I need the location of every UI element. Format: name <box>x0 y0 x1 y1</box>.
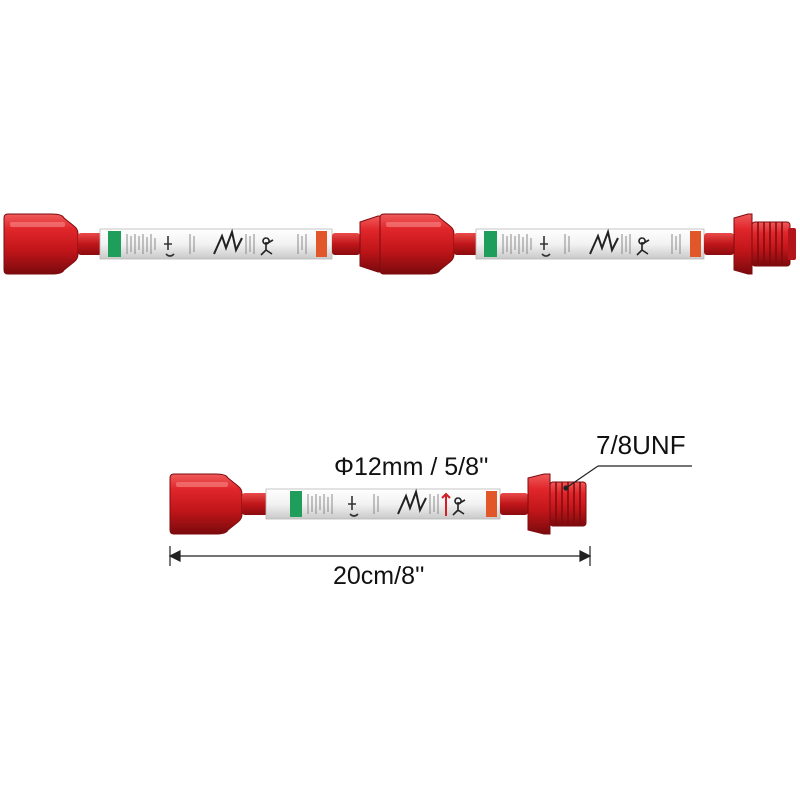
hose-left <box>3 213 360 275</box>
male-thread-7-8unf <box>751 221 796 267</box>
nut-highlight <box>386 222 441 227</box>
collar-tube-right <box>500 493 528 515</box>
top-hose-assembly <box>3 213 796 275</box>
collar-tube-right <box>704 233 734 255</box>
hand-icon <box>164 236 175 257</box>
nut-highlight <box>176 482 228 487</box>
green-caution-label <box>108 231 121 257</box>
hand-icon <box>540 236 551 257</box>
bottom-hose <box>169 473 587 535</box>
collar-tube <box>78 233 102 255</box>
female-nut-fitting <box>379 213 455 275</box>
connector-hex-nut <box>359 215 383 273</box>
warning-person-icon <box>260 237 274 256</box>
female-nut-fitting <box>3 213 79 275</box>
green-caution-label <box>484 231 497 257</box>
collar-tube <box>242 493 268 515</box>
warning-person-icon <box>452 497 466 516</box>
hose-body <box>265 488 501 520</box>
warning-person-icon <box>636 237 650 256</box>
male-hex-nut <box>733 213 753 275</box>
male-hex-nut <box>527 473 551 535</box>
hand-icon <box>348 496 359 517</box>
length-label: 20cm/8'' <box>333 562 425 590</box>
fine-print-lines <box>126 234 307 254</box>
collar-tube <box>454 233 478 255</box>
orange-warning-label <box>316 231 327 257</box>
collar-tube-right <box>332 233 360 255</box>
length-dimension-line <box>168 546 592 566</box>
green-caution-label <box>290 491 302 517</box>
hose-right <box>379 213 796 275</box>
orange-warning-label <box>690 231 701 257</box>
hose-body <box>475 228 705 260</box>
thread-size-label: 7/8UNF <box>596 430 686 460</box>
spray-burst-icon <box>213 228 243 255</box>
spray-burst-icon <box>589 228 619 255</box>
orange-warning-label <box>486 491 497 517</box>
fine-print-lines <box>307 494 439 514</box>
nut-highlight <box>10 222 65 227</box>
thread-leader-line <box>563 465 692 491</box>
red-arrow-mark <box>441 492 451 516</box>
fine-print-lines <box>502 234 681 254</box>
spray-burst-icon <box>397 488 427 515</box>
diameter-label: Φ12mm / 5/8'' <box>334 453 489 481</box>
female-nut-fitting <box>169 473 243 535</box>
